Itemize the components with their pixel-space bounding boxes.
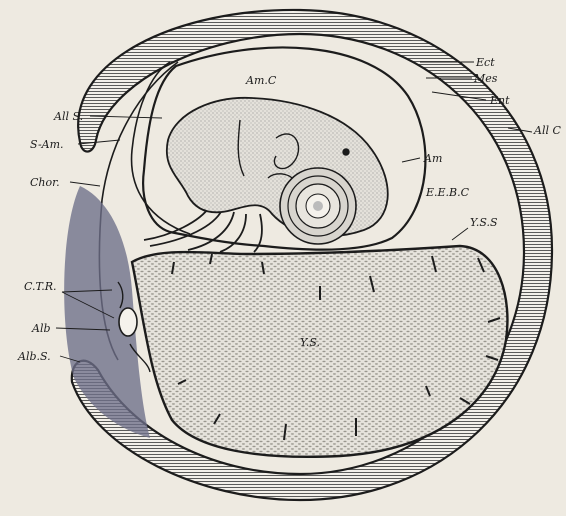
label-alb: Alb xyxy=(31,322,51,335)
label-ys: Y.S. xyxy=(300,336,320,349)
label-am: Am xyxy=(423,152,442,165)
embryo-eye xyxy=(280,168,356,244)
label-ctr: C.T.R. xyxy=(24,280,57,293)
label-amc: Am.C xyxy=(245,74,277,87)
label-alls: All S. xyxy=(53,110,83,123)
label-chor: Chor. xyxy=(30,176,60,189)
label-eebc: E.E.B.C xyxy=(425,186,470,199)
label-sam: S-Am. xyxy=(30,138,64,151)
allantoic-shading xyxy=(64,186,150,438)
label-ect: Ect xyxy=(475,56,495,69)
label-allc: All C xyxy=(533,124,561,137)
label-ent: Ent xyxy=(489,94,510,107)
label-mes: Mes xyxy=(473,72,498,85)
label-albs: Alb.S. xyxy=(17,350,51,363)
label-yss: Y.S.S xyxy=(470,216,498,229)
